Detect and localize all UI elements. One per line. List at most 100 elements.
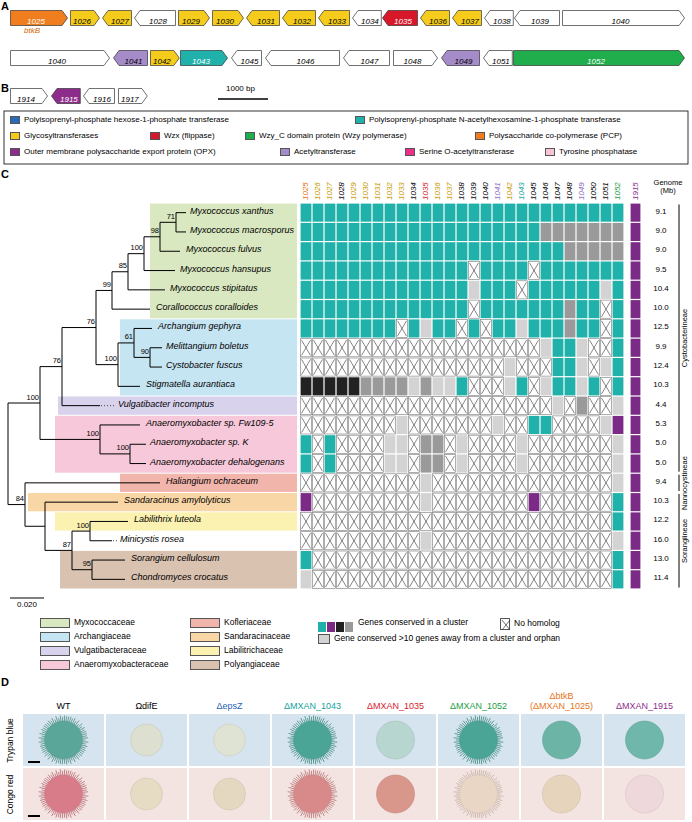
- homolog-cell: [373, 319, 384, 337]
- legend-text: Sandaracinaceae: [224, 632, 290, 641]
- homolog-cell: [433, 377, 444, 395]
- species-name: Anaeromyxobacter sp. K: [150, 438, 249, 448]
- no-homolog-cell: [445, 551, 456, 569]
- no-homolog-x: [350, 552, 359, 567]
- homolog-cell: [385, 204, 396, 222]
- no-homolog-x: [566, 495, 575, 510]
- homolog-cell: [541, 416, 552, 434]
- colony: [543, 775, 581, 813]
- homolog-cell: [325, 242, 336, 260]
- gene-arrow: 1041: [113, 50, 148, 66]
- tree-branch: [25, 526, 45, 527]
- column-header: 1041: [493, 178, 503, 200]
- legend-item: Genes conserved in a cluster: [318, 618, 468, 628]
- tree-branch: [100, 453, 130, 454]
- no-homolog-x: [458, 340, 467, 355]
- no-homolog-x: [350, 398, 359, 413]
- no-homolog-cell: [445, 397, 456, 415]
- legend-item: Vulgatibacteraceae: [40, 646, 146, 656]
- no-homolog-cell: [313, 493, 324, 511]
- no-homolog-x: [554, 495, 563, 510]
- plate-background: [355, 768, 436, 820]
- no-homolog-x: [362, 417, 371, 432]
- no-homolog-cell: [373, 512, 384, 530]
- no-homolog-cell: [361, 474, 372, 492]
- no-homolog-x: [554, 437, 563, 452]
- tree-leader: [101, 405, 115, 406]
- no-homolog-cell: [313, 416, 324, 434]
- gene-arrow: 1036: [420, 10, 450, 26]
- homolog-cell: [421, 435, 432, 453]
- stain-label: Congo red: [5, 768, 16, 820]
- colony: [460, 721, 498, 759]
- tree-branch: [176, 212, 186, 213]
- species-name: Sorangium cellulosum: [131, 554, 220, 564]
- no-homolog-cell: [445, 474, 456, 492]
- legend-item: Wzy_C domain protein (Wzy polymerase): [245, 132, 407, 141]
- no-homolog-cell: [481, 455, 492, 473]
- homolog-cell: [631, 570, 641, 588]
- no-homolog-x: [314, 495, 323, 510]
- no-homolog-cell: [337, 435, 348, 453]
- no-homolog-cell: [577, 551, 588, 569]
- scale-label: 1000 bp: [226, 85, 255, 94]
- homolog-cell: [517, 435, 528, 453]
- no-homolog-x: [578, 456, 587, 471]
- colony: [626, 721, 664, 759]
- homolog-cell: [505, 319, 516, 337]
- no-homolog-x: [590, 533, 599, 548]
- no-homolog-cell: [433, 474, 444, 492]
- plate-background: [604, 768, 685, 820]
- plate-background: [189, 768, 270, 820]
- no-homolog-x: [350, 533, 359, 548]
- homolog-cell: [601, 223, 612, 241]
- homolog-cell: [361, 242, 372, 260]
- homolog-cell: [349, 377, 360, 395]
- no-homolog-x: [362, 552, 371, 567]
- no-homolog-x: [554, 533, 563, 548]
- homolog-cell: [529, 281, 540, 299]
- no-homolog-cell: [529, 435, 540, 453]
- no-homolog-x: [602, 533, 611, 548]
- no-homolog-x: [506, 552, 515, 567]
- no-homolog-x: [374, 456, 383, 471]
- colony: [626, 775, 664, 813]
- homolog-cell: [589, 242, 600, 260]
- scale-label: 0.020: [7, 601, 47, 610]
- homolog-cell: [541, 223, 552, 241]
- colony-fringe: [454, 769, 504, 818]
- genome-size: 11.4: [648, 574, 674, 583]
- no-homolog-cell: [373, 397, 384, 415]
- no-homolog-x: [458, 533, 467, 548]
- homolog-cell: [553, 204, 564, 222]
- genome-size: 12.2: [648, 516, 674, 525]
- no-homolog-cell: [313, 570, 324, 588]
- no-homolog-cell: [589, 435, 600, 453]
- homolog-cell: [529, 204, 540, 222]
- homolog-cell: [613, 416, 624, 434]
- no-homolog-cell: [481, 474, 492, 492]
- no-homolog-cell: [541, 455, 552, 473]
- homolog-cell: [631, 204, 641, 222]
- homolog-cell: [457, 281, 468, 299]
- no-homolog-x: [434, 475, 443, 490]
- no-homolog-x: [422, 572, 431, 587]
- homolog-cell: [301, 242, 312, 260]
- no-homolog-cell: [397, 474, 408, 492]
- no-homolog-x: [362, 437, 371, 452]
- no-homolog-x: [362, 456, 371, 471]
- homolog-cell: [349, 204, 360, 222]
- gene-number: 1030: [212, 14, 238, 30]
- no-homolog-x: [374, 552, 383, 567]
- strain-label: ΔMXAN_1052: [437, 702, 520, 712]
- genome-size: 9.9: [648, 343, 674, 352]
- gene-arrow: 1039: [514, 10, 560, 26]
- homolog-cell: [601, 204, 612, 222]
- no-homolog-cell: [517, 474, 528, 492]
- homolog-cell: [373, 242, 384, 260]
- no-homolog-x: [470, 552, 479, 567]
- no-homolog-x: [566, 514, 575, 529]
- bootstrap-value: 100: [108, 444, 129, 452]
- no-homolog-cell: [457, 532, 468, 550]
- homolog-cell: [613, 242, 624, 260]
